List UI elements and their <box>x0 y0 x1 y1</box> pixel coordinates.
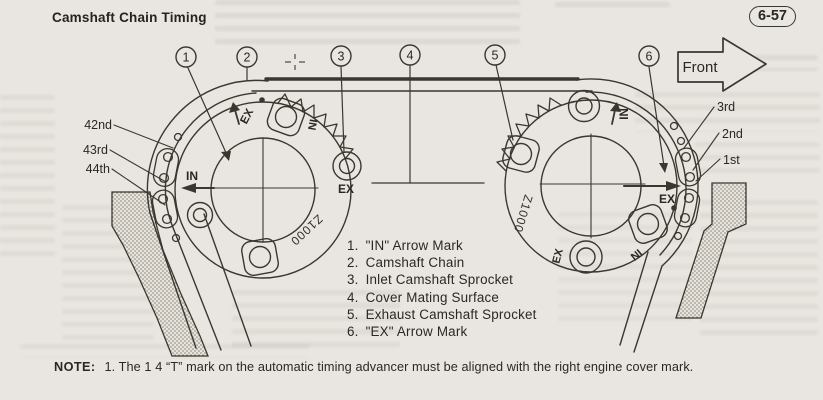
link-label-leaders <box>109 106 721 206</box>
bolt-pad-left <box>502 135 540 173</box>
callout-circle-6 <box>638 45 660 67</box>
ex-stamp-right-bottom: EX <box>550 247 566 265</box>
bolt-pad-bottom <box>241 238 279 276</box>
legend-num: 2. <box>347 255 359 271</box>
link-label-1st: 1st <box>723 153 740 167</box>
legend-item: 2. Camshaft Chain <box>347 255 537 272</box>
ex-arrow-mark <box>623 181 681 191</box>
camshaft-chain <box>146 77 699 353</box>
model-stamp-right: Z1000 <box>511 193 536 234</box>
page-number-badge: 6-57 <box>748 6 796 27</box>
bolt-hole-bottom <box>569 240 603 274</box>
ex-mark-label-left: EX <box>338 182 354 196</box>
legend-item: 4. Cover Mating Surface <box>347 290 537 307</box>
legend-num: 1. <box>347 238 359 253</box>
in-arrow-mark <box>181 183 215 193</box>
in-stamp-left: IN <box>305 118 319 131</box>
link-label-3rd: 3rd <box>717 100 735 114</box>
in-stamp-arrow-right <box>610 102 621 125</box>
note-label: NOTE: <box>54 360 96 374</box>
bolt-pad-right <box>628 204 668 244</box>
ex-stamp-arrow-left <box>229 102 240 125</box>
callout-number-2: 2 <box>244 51 251 65</box>
note: NOTE: 1. The 1 4 “T” mark on the automati… <box>54 360 818 374</box>
callout-circles <box>175 44 660 68</box>
sprocket-teeth <box>496 97 562 172</box>
callout-number-5: 5 <box>492 49 499 63</box>
legend-num: 3. <box>347 272 359 288</box>
inlet-camshaft-sprocket <box>174 93 362 279</box>
hub-crosshair <box>211 137 319 243</box>
callout-circle-1 <box>175 46 197 68</box>
legend-num: 6. <box>347 323 359 339</box>
ex-stamp-left: EX <box>238 107 256 126</box>
legend-num: 5. <box>347 306 359 322</box>
bolt-pad-top <box>266 97 306 137</box>
index-dot <box>259 97 265 103</box>
callout-number-6: 6 <box>646 50 653 64</box>
cursor-crosshair-icon <box>285 54 305 70</box>
front-arrow-label: Front <box>682 59 718 76</box>
callout-circle-3 <box>330 45 352 67</box>
ex-mark-label-right: EX <box>659 192 675 206</box>
callout-number-4: 4 <box>407 49 414 63</box>
note-text: 1. The 1 4 “T” mark on the automatic tim… <box>104 360 694 374</box>
sprocket-teeth <box>277 93 354 160</box>
bolt-hole-lower-left <box>186 201 214 229</box>
legend-item: 1. "IN" Arrow Mark <box>347 238 537 255</box>
link-label-43rd: 43rd <box>83 143 108 157</box>
callout-circle-4 <box>399 44 421 66</box>
legend-item: 6. "EX" Arrow Mark <box>347 324 537 341</box>
legend-label: Camshaft Chain <box>365 255 465 271</box>
callout-circle-2 <box>236 46 258 68</box>
callout-number-1: 1 <box>183 51 190 65</box>
legend: 1. "IN" Arrow Mark 2. Camshaft Chain 3. Inl… <box>347 238 537 341</box>
legend-label: "IN" Arrow Mark <box>365 238 463 253</box>
in-stamp-right: IN <box>619 108 631 120</box>
legend-label: Exhaust Camshaft Sprocket <box>365 306 537 322</box>
link-label-2nd: 2nd <box>722 127 743 141</box>
link-label-42nd: 42nd <box>84 118 112 132</box>
link-label-44th: 44th <box>86 162 110 176</box>
in-mark-label: IN <box>186 169 198 183</box>
callout-number-3: 3 <box>338 50 345 64</box>
callout-circle-5 <box>484 44 506 66</box>
legend-item: 5. Exhaust Camshaft Sprocket <box>347 307 537 324</box>
page-title: Camshaft Chain Timing <box>52 10 207 25</box>
bolt-hole-right <box>332 151 362 181</box>
hub-crosshair <box>539 133 646 239</box>
legend-num: 4. <box>347 289 359 305</box>
legend-item: 3. Inlet Camshaft Sprocket <box>347 272 537 289</box>
front-arrow <box>677 37 767 92</box>
chain-links-right <box>669 121 702 241</box>
in-stamp-right-pad: IN <box>628 246 644 262</box>
legend-label: "EX" Arrow Mark <box>365 323 468 339</box>
engine-section-left <box>111 191 209 357</box>
bolt-hole-top <box>567 89 601 123</box>
callout-leaders <box>187 64 668 184</box>
legend-label: Cover Mating Surface <box>365 289 500 305</box>
legend-label: Inlet Camshaft Sprocket <box>365 272 514 288</box>
engine-section-right <box>675 182 747 319</box>
